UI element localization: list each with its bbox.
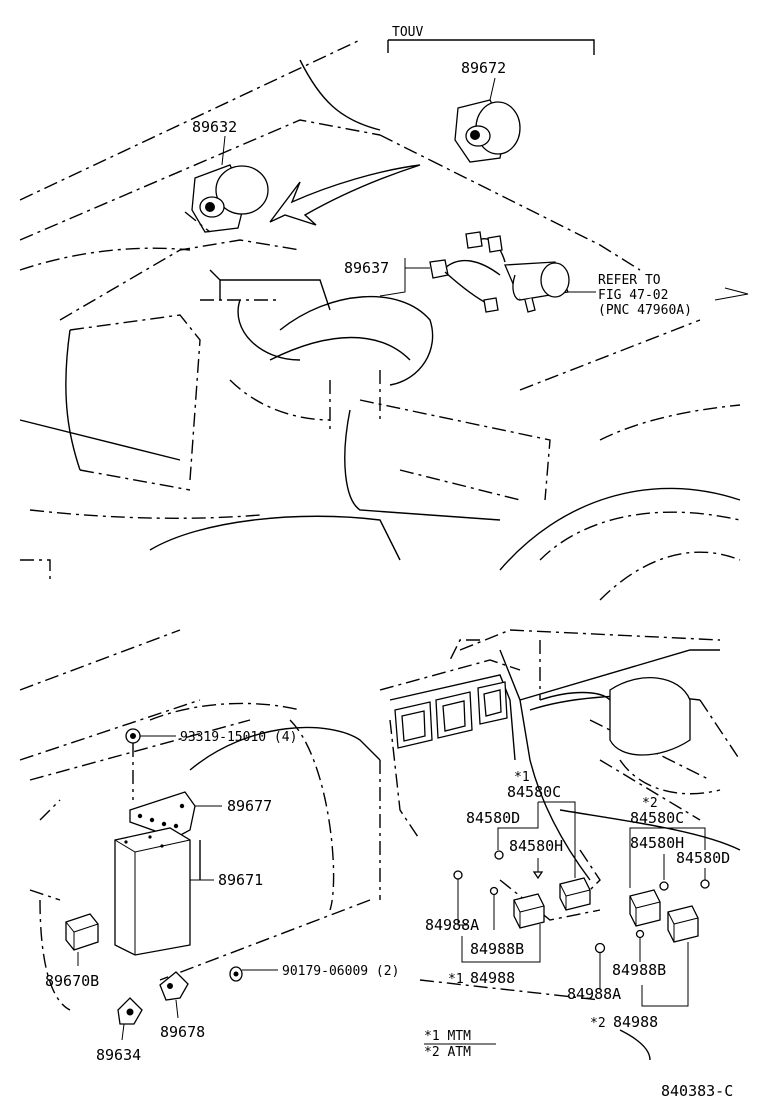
label-89634: 89634 xyxy=(96,1046,141,1064)
part-89637-actuator: 89637 xyxy=(344,231,596,313)
group2-total-marker: *2 xyxy=(590,1016,606,1031)
refer-line3: (PNC 47960A) xyxy=(598,303,692,318)
label-89672: 89672 xyxy=(461,59,506,77)
group1-label-84988b: 84988B xyxy=(470,940,524,958)
group1-label-84580d: 84580D xyxy=(466,809,520,827)
group2-relays: *2 84580C 84580H 84580D 84988B 84988A *2… xyxy=(567,796,730,1031)
part-89677-bracket: 89677 xyxy=(129,791,272,839)
part-89632-sensor: 89632 xyxy=(184,118,269,233)
group2-label-84988: 84988 xyxy=(613,1013,658,1031)
label-89671: 89671 xyxy=(218,871,263,889)
group1-label-84580h: 84580H xyxy=(509,837,563,855)
touv-bracket: TOUV xyxy=(387,25,595,55)
group2-label-84988b: 84988B xyxy=(612,961,666,979)
label-90179: 90179-06009 (2) xyxy=(282,964,399,979)
group2-label-84580c: 84580C xyxy=(630,809,684,827)
touv-label: TOUV xyxy=(392,25,423,40)
group1-label-84580c: 84580C xyxy=(507,783,561,801)
group2-label-84580d: 84580D xyxy=(676,849,730,867)
label-89637: 89637 xyxy=(344,259,389,277)
group1-total-marker: *1 xyxy=(448,972,464,987)
label-93319: 93319-15010 (4) xyxy=(180,730,297,745)
group1-label-84988a: 84988A xyxy=(425,916,479,934)
group1-relays: *1 84580C 84580D 84580H 84988A 84988B *1… xyxy=(425,770,591,987)
part-89678-sensor: 89678 xyxy=(159,971,205,1041)
legend-row1: *1 MTM xyxy=(424,1029,471,1044)
dashboard-outline xyxy=(19,629,741,1061)
refer-note: REFER TO FIG 47-02 (PNC 47960A) xyxy=(598,273,749,318)
part-89671-ecu: 89671 xyxy=(114,827,263,956)
legend: *1 MTM *2 ATM xyxy=(424,1029,496,1060)
group2-marker: *2 xyxy=(642,796,658,811)
label-89677: 89677 xyxy=(227,797,272,815)
group2-label-84988a: 84988A xyxy=(567,985,621,1003)
part-93319-bolt: 93319-15010 (4) xyxy=(125,728,297,800)
part-89670b-relay: 89670B xyxy=(45,913,99,990)
legend-row2: *2 ATM xyxy=(424,1045,471,1060)
refer-line1: REFER TO xyxy=(598,273,661,288)
figure-id: 840383-C xyxy=(661,1082,733,1100)
label-89632: 89632 xyxy=(192,118,237,136)
part-89672-sensor: 89672 xyxy=(454,59,521,163)
group2-label-84580h: 84580H xyxy=(630,834,684,852)
refer-line2: FIG 47-02 xyxy=(598,288,668,303)
engine-compartment-outline xyxy=(19,39,741,601)
part-90179-nut: 90179-06009 (2) xyxy=(229,964,399,982)
label-89678: 89678 xyxy=(160,1023,205,1041)
part-89634-sensor: 89634 xyxy=(96,997,143,1064)
label-89670b: 89670B xyxy=(45,972,99,990)
group1-label-84988: 84988 xyxy=(470,969,515,987)
group1-marker: *1 xyxy=(514,770,530,785)
